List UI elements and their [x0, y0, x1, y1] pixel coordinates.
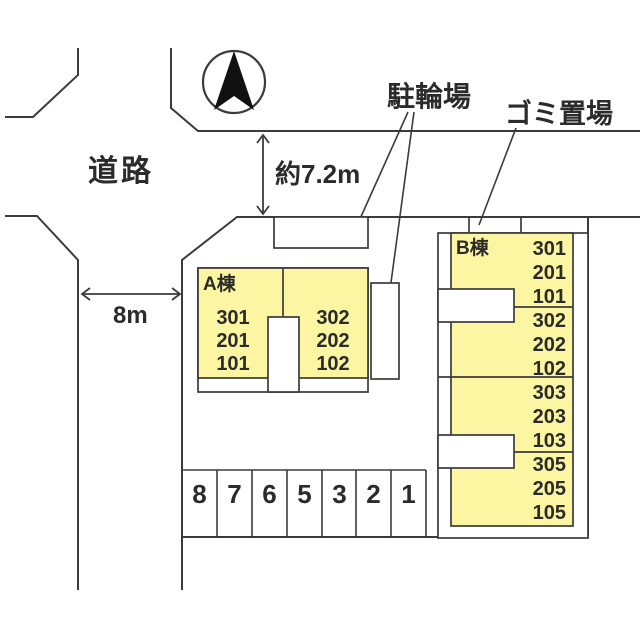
building-b-yellow — [450, 232, 574, 527]
road-edge-left — [5, 215, 79, 590]
unit-number: 205 — [532, 478, 566, 500]
bicycle-parking-area-side — [370, 282, 400, 380]
building-a-name: A棟 — [203, 274, 236, 295]
unit-number: 101 — [532, 286, 566, 308]
unit-number: 302 — [532, 310, 566, 332]
dimension-arrow-vertical — [256, 133, 270, 216]
parking-space-label: 6 — [262, 479, 277, 509]
unit-number: 202 — [532, 334, 566, 356]
left-road-width-dimension: 8m — [113, 302, 148, 329]
plot-boundary-left-top — [181, 216, 640, 590]
bicycle-parking-area-top — [273, 216, 369, 249]
parking-space-label: 8 — [192, 479, 207, 509]
building-b-units: 301 201 101 302 202 102 303 203 103 305 … — [518, 237, 566, 525]
unit-number: 303 — [532, 382, 566, 404]
building-b-outline — [437, 232, 589, 539]
road-edge-top-right — [170, 48, 640, 132]
building-b-recess-1 — [437, 288, 515, 323]
unit-number: 102 — [316, 353, 350, 375]
unit-number: 102 — [532, 358, 566, 380]
parking-space-label: 2 — [366, 479, 381, 509]
dimension-arrow-horizontal — [80, 287, 182, 301]
road-label: 道路 — [88, 155, 154, 188]
unit-number: 302 — [316, 307, 350, 329]
unit-number: 305 — [532, 454, 566, 476]
bicycle-parking-label: 駐輪場 — [387, 81, 472, 112]
north-arrow-icon — [201, 49, 267, 115]
top-road-width-dimension: 約7.2m — [275, 159, 361, 189]
parking-space-label: 7 — [227, 479, 242, 509]
building-a-outline — [197, 267, 369, 393]
garbage-area-label: ゴミ置場 — [505, 99, 613, 129]
unit-number: 103 — [532, 430, 566, 452]
building-a-right-units: 302 202 102 — [309, 307, 357, 376]
garbage-area-marker — [468, 217, 522, 233]
garbage-leader — [478, 127, 517, 226]
unit-number: 101 — [216, 353, 250, 375]
parking-space-label: 3 — [332, 479, 347, 509]
unit-number: 201 — [216, 330, 250, 352]
unit-number: 203 — [532, 406, 566, 428]
building-b-recess-2 — [437, 434, 515, 469]
building-a-left-units: 301 201 101 — [209, 307, 257, 376]
road-edge-top-left — [5, 48, 79, 118]
bicycle-leader-1 — [354, 111, 409, 231]
parking-row — [182, 469, 427, 537]
unit-number: 105 — [532, 502, 566, 524]
parking-space-label: 1 — [401, 479, 416, 509]
building-b-name: B棟 — [456, 238, 489, 259]
building-a-entrance-notch — [267, 316, 300, 393]
unit-number: 301 — [532, 238, 566, 260]
unit-number: 202 — [316, 330, 350, 352]
parking-space-label: 5 — [297, 479, 312, 509]
unit-number: 201 — [532, 262, 566, 284]
unit-number: 301 — [216, 307, 250, 329]
